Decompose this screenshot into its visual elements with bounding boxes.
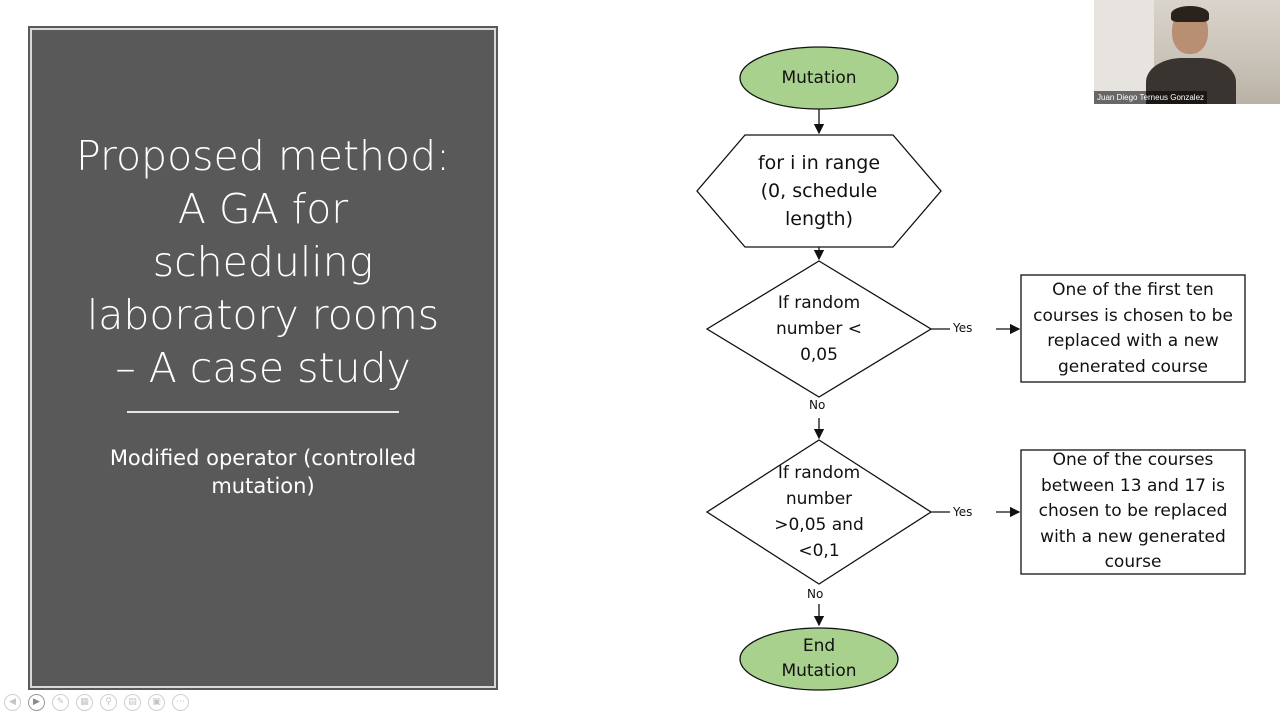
decision2-label: If random number >0,05 and <0,1 [740,460,898,564]
more-icon[interactable]: ⋯ [172,694,189,711]
action1-box-shape [1020,274,1246,383]
action1-label: One of the first ten courses is chosen t… [1022,277,1244,381]
action1-line: replaced with a new [1047,331,1219,351]
end-line: Mutation [781,661,857,681]
subtitles-icon[interactable]: ▤ [124,694,141,711]
decision2-line: >0,05 and [774,515,864,535]
loop-hexagon-shape [696,134,942,248]
participant-name: Juan Diego Terneus Gonzalez [1094,91,1208,104]
loop-line: (0, schedule [760,180,878,202]
video-background [1094,0,1154,104]
end-terminal-label: End Mutation [740,633,898,685]
action2-line: One of the courses [1052,450,1214,471]
end-terminal-shape [739,627,899,691]
decision1-no-label: No [809,398,826,412]
action2-line: chosen to be replaced [1038,501,1228,522]
slide-title: Proposed method: A GA for scheduling lab… [76,132,450,392]
decision1-label: If random number < 0,05 [740,290,898,368]
participant-hair [1171,6,1209,22]
decision2-line: <0,1 [798,541,840,561]
decision2-yes-label: Yes [953,505,973,519]
action2-line: with a new generated [1040,526,1226,547]
loop-line: for i in range [757,152,881,174]
title-divider [127,411,399,413]
slide-subtitle: Modified operator (controlled mutation) [109,446,417,498]
slideshow-controls: ◀ ▶ ✎ ▦ ⚲ ▤ ▣ ⋯ [4,694,189,711]
action1-line: courses is chosen to be [1033,305,1233,326]
prev-arrow-icon[interactable]: ◀ [4,694,21,711]
play-icon[interactable]: ▶ [28,694,45,711]
decision2-line: If random [777,463,861,483]
action2-line: between 13 and 17 is [1041,475,1225,496]
decision1-yes-label: Yes [953,321,973,335]
action2-label: One of the courses between 13 and 17 is … [1022,449,1244,575]
decision1-diamond-shape [705,260,933,398]
loop-hexagon-label: for i in range (0, schedule length) [720,148,918,234]
slide-title-panel: Proposed method: A GA for scheduling lab… [28,26,498,690]
end-line: End [802,636,836,656]
loop-line: length) [785,208,853,230]
start-terminal-label: Mutation [781,68,857,88]
decision1-line: 0,05 [800,345,838,365]
action1-line: One of the first ten [1052,280,1214,300]
participant-video-tile[interactable]: Juan Diego Terneus Gonzalez [1094,0,1280,104]
decision2-no-label: No [807,587,824,601]
decision1-line: number < [776,319,862,339]
decision1-line: If random [777,293,861,313]
screen-icon[interactable]: ▣ [148,694,165,711]
action1-line: generated course [1057,356,1209,377]
action2-box-shape [1020,449,1246,575]
zoom-icon[interactable]: ⚲ [100,694,117,711]
pen-icon[interactable]: ✎ [52,694,69,711]
decision2-diamond-shape [705,439,933,585]
slides-icon[interactable]: ▦ [76,694,93,711]
action2-line: course [1104,552,1162,573]
decision2-line: number [785,489,853,509]
